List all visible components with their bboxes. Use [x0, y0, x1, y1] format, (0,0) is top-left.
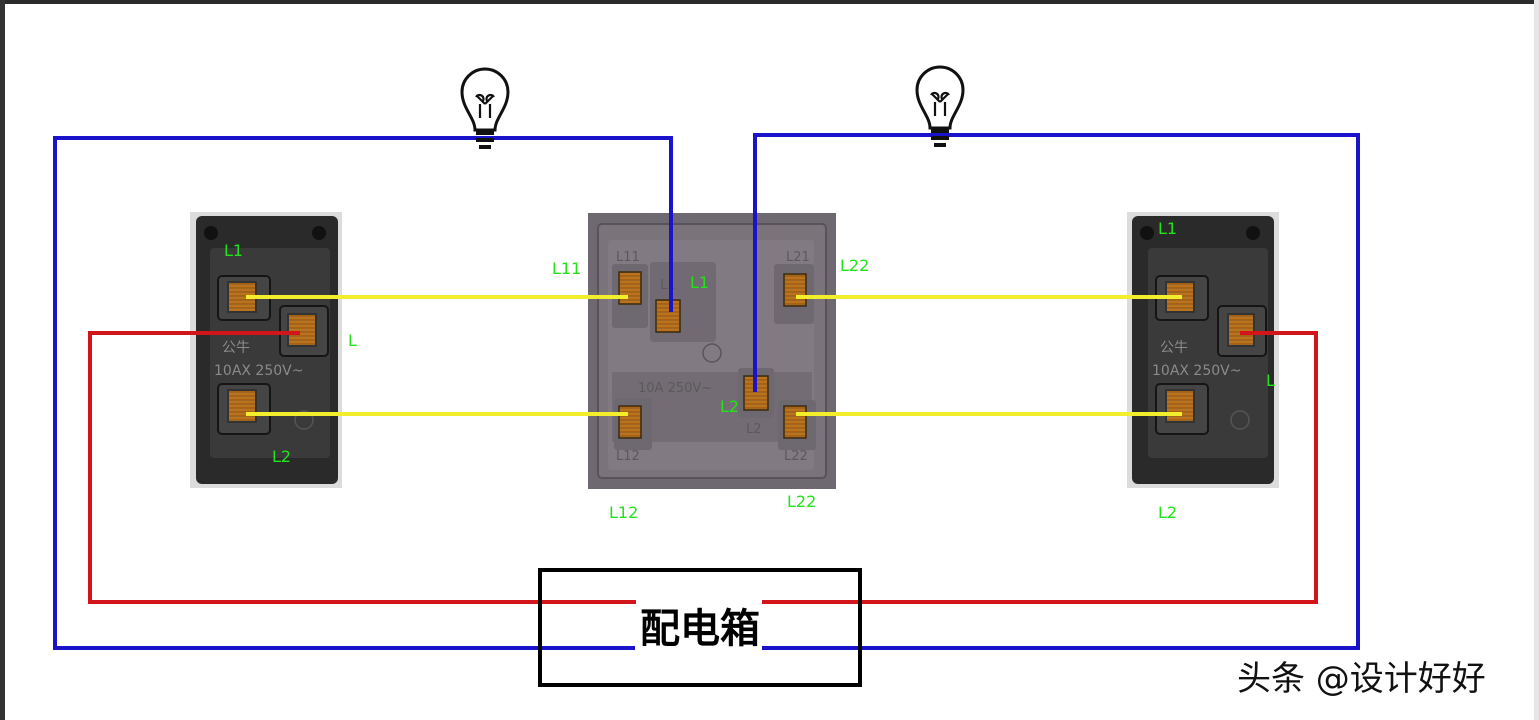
distribution-box — [538, 568, 862, 687]
right-switch-label-l2: L2 — [1158, 503, 1177, 522]
right-switch-label-l: L — [1266, 371, 1275, 390]
ccc-mark-icon — [1230, 410, 1250, 430]
right-switch: 公牛 10AX 250V~ — [1127, 212, 1279, 488]
center-label-l12: L12 — [609, 503, 638, 522]
center-engraving-l12: L12 — [616, 449, 640, 464]
center-engraving-rating: 10A 250V~ — [638, 381, 712, 396]
center-switch: L11 L1 L21 10A 250V~ L2 L12 L22 — [588, 213, 836, 489]
left-live-red-wire — [88, 331, 636, 604]
left-frame-border — [0, 0, 5, 720]
bulb-icon — [915, 65, 965, 147]
center-engraving-l1: L1 — [660, 278, 676, 293]
ccc-mark-icon — [702, 343, 722, 363]
left-switch-label-l1: L1 — [224, 241, 243, 260]
center-engraving-l2: L2 — [746, 422, 762, 437]
distribution-box-label: 配电箱 — [640, 605, 760, 652]
left-switch: 公牛 10AX 250V~ — [190, 212, 342, 488]
right-switch-brand-engraving: 公牛 — [1160, 340, 1188, 356]
right-switch-label-l1: L1 — [1158, 219, 1177, 238]
center-label-l11: L11 — [552, 259, 581, 278]
left-switch-rating-engraving: 10AX 250V~ — [214, 363, 303, 379]
center-engraving-l22: L22 — [784, 449, 808, 464]
bulb-icon — [460, 67, 510, 149]
center-label-l22-bottom: L22 — [787, 492, 816, 511]
left-loop-blue-wire — [53, 136, 673, 650]
right-loop-blue-wire — [753, 133, 1360, 650]
ccc-mark-icon — [294, 410, 314, 430]
top-frame-border — [0, 0, 1539, 4]
center-label-l2: L2 — [720, 397, 739, 416]
center-label-l22-top: L22 — [840, 256, 869, 275]
right-switch-rating-engraving: 10AX 250V~ — [1152, 363, 1241, 379]
left-switch-label-l2: L2 — [272, 447, 291, 466]
right-live-red-wire — [762, 331, 1318, 604]
center-label-l1: L1 — [690, 273, 709, 292]
right-frame-border — [1534, 0, 1539, 720]
left-switch-label-l: L — [348, 331, 357, 350]
watermark: 头条 @设计好好 — [1237, 659, 1486, 699]
left-switch-brand-engraving: 公牛 — [222, 340, 250, 356]
center-engraving-l11: L11 — [616, 250, 640, 265]
center-engraving-l21: L21 — [786, 250, 810, 265]
